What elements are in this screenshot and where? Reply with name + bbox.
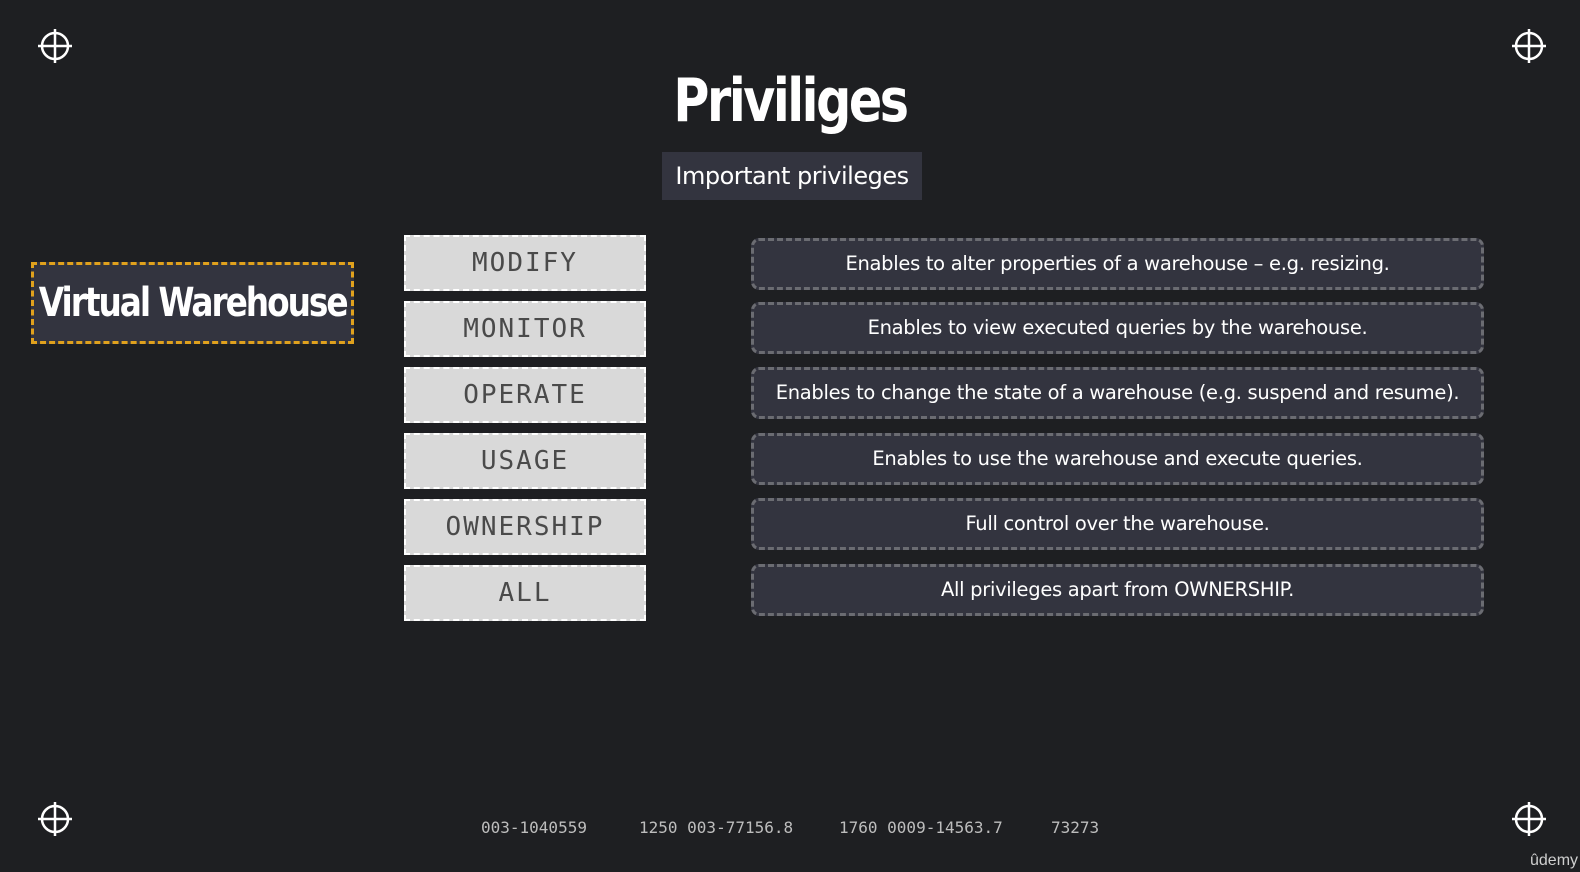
description-all: All privileges apart from OWNERSHIP.: [751, 564, 1484, 616]
crosshair-bottom-right-icon: [1510, 800, 1548, 838]
crosshair-top-left-icon: [36, 27, 74, 65]
description-usage: Enables to use the warehouse and execute…: [751, 433, 1484, 485]
footer-code: 1760 0009-14563.7: [839, 818, 1003, 837]
privilege-modify: MODIFY: [404, 235, 646, 291]
privilege-usage: USAGE: [404, 433, 646, 489]
virtual-warehouse-box: Virtual Warehouse: [31, 262, 354, 344]
description-monitor: Enables to view executed queries by the …: [751, 302, 1484, 354]
privilege-operate: OPERATE: [404, 367, 646, 423]
privilege-ownership: OWNERSHIP: [404, 499, 646, 555]
slide-subtitle: Important privileges: [662, 152, 922, 200]
footer-code: 003-1040559: [481, 818, 587, 837]
description-modify: Enables to alter properties of a warehou…: [751, 238, 1484, 290]
brand-logo: ûdemy: [1530, 852, 1579, 869]
footer-code: 1250 003-77156.8: [639, 818, 794, 837]
description-operate: Enables to change the state of a warehou…: [751, 367, 1484, 419]
privilege-monitor: MONITOR: [404, 301, 646, 357]
virtual-warehouse-label: Virtual Warehouse: [38, 280, 349, 326]
description-ownership: Full control over the warehouse.: [751, 498, 1484, 550]
slide-title: Priviliges: [673, 66, 909, 136]
privilege-all: ALL: [404, 565, 646, 621]
crosshair-bottom-left-icon: [36, 800, 74, 838]
crosshair-top-right-icon: [1510, 27, 1548, 65]
footer-code: 73273: [1051, 818, 1100, 837]
